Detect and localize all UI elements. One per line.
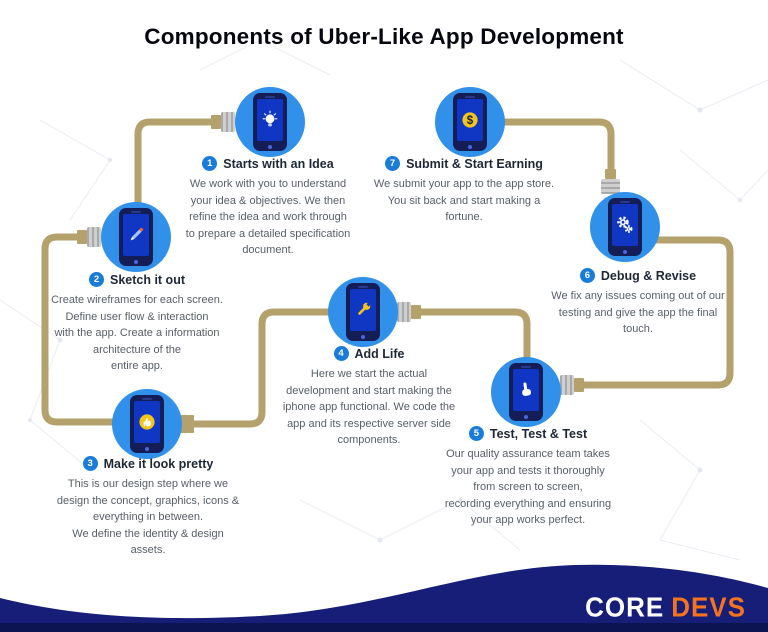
phone-home-button: [134, 259, 138, 264]
node-step7: $: [435, 87, 505, 157]
step-5-block: 5 Test, Test & Test Our quality assuranc…: [428, 426, 628, 529]
brand-devs: DEVS: [671, 590, 746, 624]
phone-speaker: [620, 200, 630, 203]
step-heading: Submit & Start Earning: [406, 156, 543, 171]
step-7-block: 7 Submit & Start Earning We submit your …: [366, 156, 562, 226]
brand-core: CORE: [585, 590, 665, 624]
phone-screen: [350, 289, 376, 331]
step-description: Create wireframes for each screen. Defin…: [51, 294, 223, 372]
pencil-icon: [130, 227, 144, 241]
phone-frame: $: [453, 93, 487, 151]
plug-collar-step5: [574, 378, 584, 392]
step-description: Here we start the actual development and…: [282, 368, 456, 446]
wrench-icon: [358, 301, 372, 315]
page-title: Components of Uber-Like App Development: [144, 24, 624, 49]
gears-icon: [617, 216, 633, 233]
phone-frame: [346, 283, 380, 341]
phone-frame: [119, 208, 153, 266]
step-number-badge: 5: [468, 426, 484, 441]
step-heading: Starts with an Idea: [223, 156, 334, 171]
plug-collar-step1: [211, 115, 221, 129]
node-step6: [590, 192, 660, 262]
plug-step1: [221, 112, 235, 132]
phone-home-button: [468, 144, 472, 149]
node-step1: [235, 87, 305, 157]
svg-text:$: $: [467, 115, 474, 127]
plug-step5: [560, 375, 574, 395]
step-number-badge: 7: [385, 156, 401, 171]
step-number-badge: 4: [333, 346, 349, 361]
phone-screen: $: [457, 99, 483, 141]
step-6-block: 6 Debug & Revise We fix any issues comin…: [536, 268, 740, 338]
phone-screen: [257, 99, 283, 141]
tap-hand-icon: [522, 382, 531, 396]
phone-frame: [608, 198, 642, 256]
phone-speaker: [358, 285, 368, 288]
phone-screen: [612, 204, 638, 246]
step-number-badge: 2: [88, 272, 104, 287]
phone-home-button: [361, 334, 365, 339]
step-number-badge: 3: [82, 456, 98, 471]
footer-wave: [0, 564, 768, 632]
step-heading: Make it look pretty: [103, 456, 214, 471]
phone-frame: [509, 363, 543, 421]
phone-home-button: [524, 414, 528, 419]
node-step2: [101, 202, 171, 272]
plug-collar-step2: [77, 230, 87, 244]
step-number-badge: 6: [579, 268, 595, 283]
step-description: We work with you to understand your idea…: [185, 178, 351, 256]
step-heading: Debug & Revise: [600, 268, 697, 283]
step-description: We submit your app to the app store. You…: [373, 178, 555, 223]
phone-home-button: [623, 249, 627, 254]
plug-collar-step3: [179, 415, 194, 433]
lightbulb-icon: [262, 110, 278, 127]
thumbs-up-icon: [139, 414, 155, 430]
phone-speaker: [142, 397, 152, 400]
step-heading: Test, Test & Test: [489, 426, 588, 441]
plug-step2: [87, 227, 101, 247]
step-4-block: 4 Add Life Here we start the actual deve…: [280, 346, 458, 449]
plug-collar-step4: [411, 305, 421, 319]
phone-speaker: [465, 95, 475, 98]
step-3-block: 3 Make it look pretty This is our design…: [38, 456, 258, 559]
step-2-block: 2 Sketch it out Create wireframes for ea…: [30, 272, 244, 375]
phone-screen: [134, 401, 160, 443]
step-heading: Sketch it out: [109, 272, 185, 287]
node-step5: [491, 357, 561, 427]
dollar-icon: $: [462, 112, 478, 128]
phone-speaker: [521, 365, 531, 368]
phone-speaker: [131, 210, 141, 213]
node-step4: [328, 277, 398, 347]
step-description: We fix any issues coming out of our test…: [551, 290, 725, 335]
plug-collar-step6: [605, 169, 616, 179]
phone-screen: [513, 369, 539, 411]
phone-frame: [253, 93, 287, 151]
step-description: Our quality assurance team takes your ap…: [444, 448, 612, 526]
plug-step4: [397, 302, 411, 322]
step-heading: Add Life: [354, 346, 405, 361]
step-description: This is our design step where we design …: [56, 478, 240, 556]
phone-frame: [130, 395, 164, 453]
node-step3: [112, 389, 182, 459]
step-1-block: 1 Starts with an Idea We work with you t…: [172, 156, 364, 259]
plug-step6: [601, 179, 620, 194]
step-number-badge: 1: [202, 156, 218, 171]
phone-speaker: [265, 95, 275, 98]
phone-screen: [123, 214, 149, 256]
phone-home-button: [268, 144, 272, 149]
phone-home-button: [145, 446, 149, 451]
